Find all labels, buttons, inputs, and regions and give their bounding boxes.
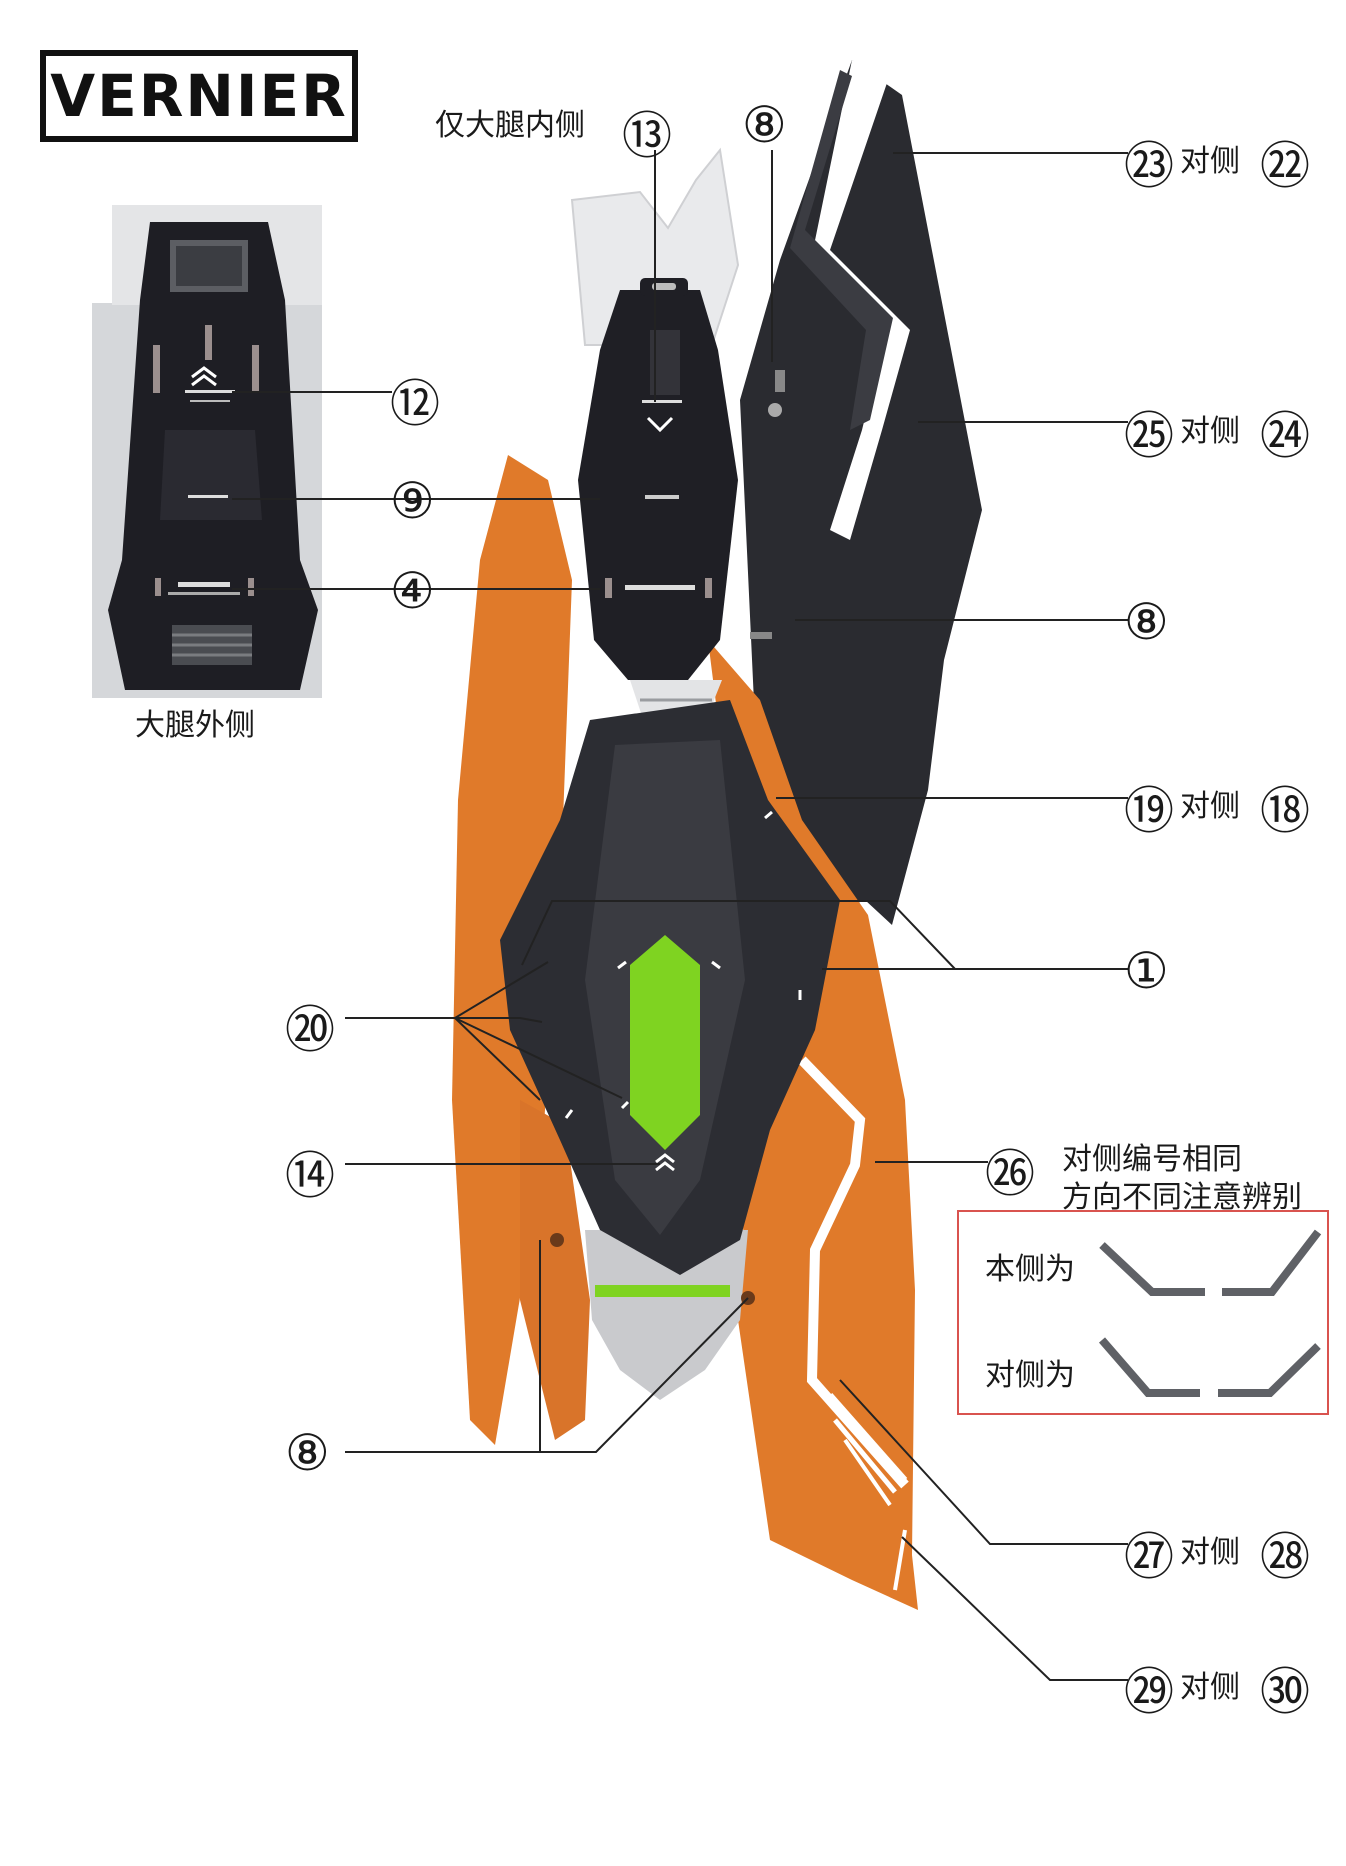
callout-26: ㉖ bbox=[985, 1145, 1035, 1203]
callout-13: ⑬ bbox=[622, 107, 672, 165]
legend-box bbox=[957, 1210, 1329, 1415]
note-26-line2: 方向不同注意辨别 bbox=[1062, 1180, 1302, 1215]
opposite-label-27-28: 对侧 bbox=[1180, 1535, 1240, 1570]
callout-8-mid: ⑧ bbox=[1124, 593, 1169, 651]
callout-30: ㉚ bbox=[1260, 1663, 1310, 1721]
callout-23: ㉓ bbox=[1124, 137, 1174, 195]
brand-logo: VERNIER bbox=[40, 50, 358, 142]
callout-28: ㉘ bbox=[1260, 1528, 1310, 1586]
legend-opposite-side-shape bbox=[1098, 1337, 1321, 1397]
leg-assembly bbox=[452, 60, 982, 1610]
callout-27: ㉗ bbox=[1124, 1528, 1174, 1586]
callout-25: ㉕ bbox=[1124, 407, 1174, 465]
outer-thigh-photo bbox=[92, 205, 322, 698]
caption-inner-thigh-only: 仅大腿内侧 bbox=[435, 108, 585, 143]
opposite-label-29-30: 对侧 bbox=[1180, 1670, 1240, 1705]
callout-8-top: ⑧ bbox=[742, 96, 787, 154]
callout-18: ⑱ bbox=[1260, 782, 1310, 840]
callout-22: ㉒ bbox=[1260, 137, 1310, 195]
caption-outer-thigh: 大腿外侧 bbox=[135, 708, 255, 743]
legend-opposite-side-label: 对侧为 bbox=[985, 1358, 1075, 1393]
callout-14: ⑭ bbox=[285, 1147, 335, 1205]
callout-12: ⑫ bbox=[390, 375, 440, 433]
callout-8-bottom: ⑧ bbox=[285, 1424, 330, 1482]
leader-lines bbox=[232, 150, 1128, 1681]
callout-19: ⑲ bbox=[1124, 782, 1174, 840]
legend-this-side-label: 本侧为 bbox=[985, 1252, 1075, 1287]
legend-this-side-shape bbox=[1099, 1229, 1322, 1296]
callout-9: ⑨ bbox=[390, 472, 435, 530]
note-26-line1: 对侧编号相同 bbox=[1062, 1142, 1242, 1177]
callout-24: ㉔ bbox=[1260, 407, 1310, 465]
callout-29: ㉙ bbox=[1124, 1663, 1174, 1721]
callout-4: ④ bbox=[390, 562, 435, 620]
opposite-label-19-18: 对侧 bbox=[1180, 789, 1240, 824]
callout-20: ⑳ bbox=[285, 1001, 335, 1059]
opposite-label-25-24: 对侧 bbox=[1180, 414, 1240, 449]
opposite-label-23-22: 对侧 bbox=[1180, 144, 1240, 179]
callout-1: ① bbox=[1124, 942, 1169, 1000]
